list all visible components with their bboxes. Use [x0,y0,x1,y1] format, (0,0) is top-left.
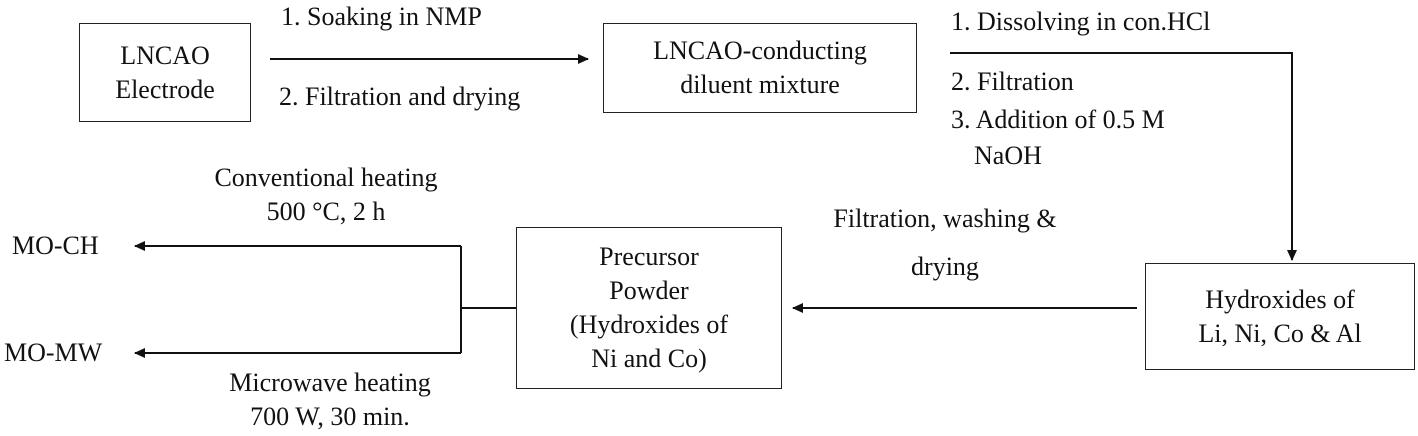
label-line: 700 W, 30 min. [250,402,410,431]
label-line: Conventional heating [214,163,438,192]
node-label-line: Li, Ni, Co & Al [1198,318,1362,348]
microwave-heating-label: Microwave heating 700 W, 30 min. [180,366,480,434]
product-mo-ch: MO-CH [12,231,99,260]
label-line: 500 °C, 2 h [266,197,386,226]
node-label-line: Electrode [115,74,215,104]
conventional-heating-label: Conventional heating 500 °C, 2 h [176,161,476,229]
step-filtration-label: 2. Filtration [951,67,1074,96]
node-lncao-mixture: LNCAO-conducting diluent mixture [603,23,917,113]
label-line: Microwave heating [229,368,431,397]
node-label-line: Ni and Co) [591,344,707,373]
node-label-line: diluent mixture [680,70,840,99]
label-line: drying [911,252,979,281]
step-filtration-drying-label: 2. Filtration and drying [279,82,521,111]
node-label-line: Precursor [599,242,699,271]
step-soaking-label: 1. Soaking in NMP [281,2,482,31]
step-dissolving-label: 1. Dissolving in con.HCl [951,7,1211,36]
label-line: Filtration, washing & [833,204,1057,233]
node-precursor-powder: Precursor Powder (Hydroxides of Ni and C… [516,227,782,389]
node-label-line: (Hydroxides of [569,310,729,339]
node-label-line: Powder [609,276,689,305]
node-lncao-electrode: LNCAO Electrode [79,23,251,122]
arrow-mixture-to-hydroxides [950,52,1297,261]
node-hydroxides-li-ni-co-al: Hydroxides of Li, Ni, Co & Al [1145,263,1415,370]
step-addition-naoh-label: 3. Addition of 0.5 M [951,105,1165,134]
step-naoh-label: NaOH [974,141,1042,170]
step-filtration-washing-label: Filtration, washing & drying [800,202,1090,284]
node-label-line: LNCAO [120,40,210,70]
node-label-line: LNCAO-conducting [653,36,867,65]
product-mo-mw: MO-MW [4,338,103,367]
node-label-line: Hydroxides of [1205,284,1355,314]
